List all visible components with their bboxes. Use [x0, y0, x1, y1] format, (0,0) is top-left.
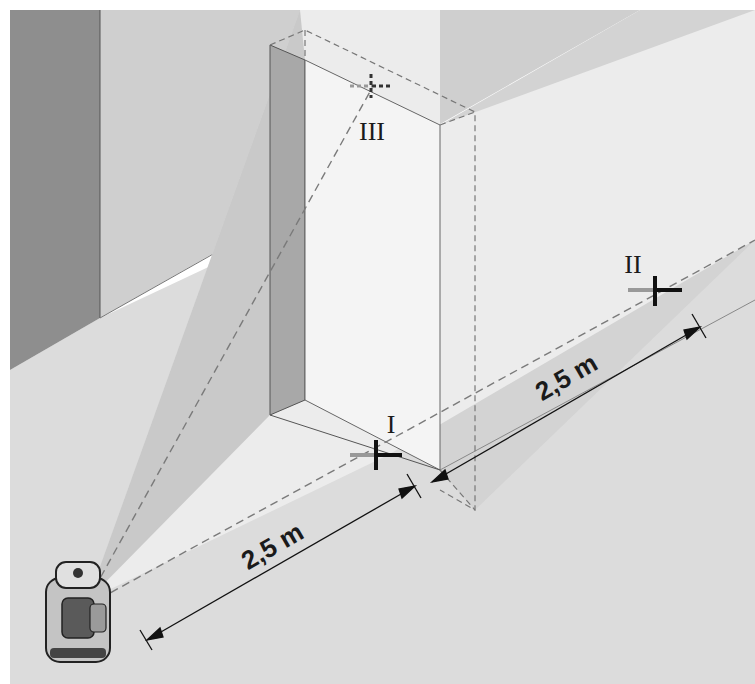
floor — [10, 10, 755, 684]
door-opening — [305, 60, 440, 470]
point-label: III — [359, 119, 385, 145]
door-sill — [270, 415, 440, 470]
laser-cross — [628, 276, 682, 306]
dimension-line — [140, 314, 706, 650]
left-wall — [10, 10, 100, 370]
laser-cross — [350, 440, 402, 470]
laser-level — [46, 562, 110, 662]
point-label: II — [624, 252, 641, 278]
laser-beam — [88, 88, 755, 605]
point-label: I — [387, 412, 396, 438]
door-outline — [270, 30, 475, 510]
door-jamb — [270, 45, 305, 415]
laser-shadow — [88, 10, 305, 600]
corner-edge — [100, 10, 101, 318]
laser-fan — [88, 10, 755, 600]
laser-cross — [350, 74, 392, 98]
